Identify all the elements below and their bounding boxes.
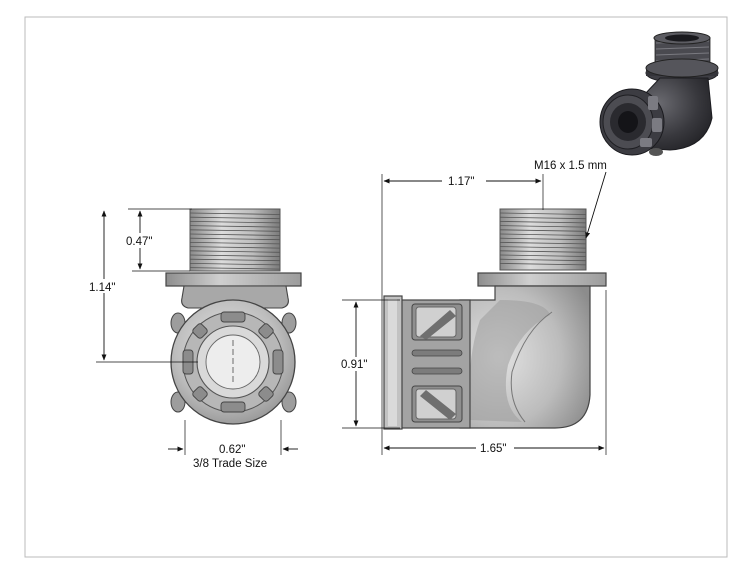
dim-body-height: 0.91" xyxy=(341,359,367,371)
thread-ridge xyxy=(499,250,587,253)
dim-thread-height: 0.47" xyxy=(126,236,152,248)
thread-ridge xyxy=(189,254,281,257)
front-thread xyxy=(189,208,281,272)
side-elbow-highlight xyxy=(469,300,550,422)
thread-ridge xyxy=(189,233,281,236)
side-flange xyxy=(477,272,607,287)
dim-trade-size: 3/8 Trade Size xyxy=(193,458,267,470)
thread-ridge xyxy=(499,258,587,262)
isometric-render xyxy=(599,31,719,156)
side-thread xyxy=(499,208,587,271)
front-body-neck xyxy=(181,285,289,309)
frame-border xyxy=(24,16,728,558)
dim-overall-length: 1.65" xyxy=(480,443,506,455)
thread-ridge xyxy=(189,212,281,215)
side-view xyxy=(383,208,607,430)
side-dimensions xyxy=(342,171,607,455)
thread-ridge xyxy=(189,267,281,270)
thread-ridge xyxy=(189,221,281,224)
thread-ridge xyxy=(189,216,281,220)
thread-ridge xyxy=(189,258,281,262)
thread-ridge xyxy=(189,229,281,232)
front-view xyxy=(165,208,302,425)
thread-ridge xyxy=(499,263,587,266)
dim-opening-width: 0.62" xyxy=(219,444,245,456)
thread-ridge xyxy=(499,221,587,224)
thread-ridge xyxy=(189,246,281,249)
thread-ridge xyxy=(499,246,587,249)
dim-overall-height: 1.14" xyxy=(89,282,115,294)
thread-ridge xyxy=(499,216,587,220)
thread-ridge xyxy=(499,237,587,241)
front-flange xyxy=(165,272,302,287)
thread-ridge xyxy=(499,254,587,257)
side-slot-1 xyxy=(411,349,463,357)
thread-ridge xyxy=(189,242,281,245)
dim-thread-spec: M16 x 1.5 mm xyxy=(534,160,607,172)
side-slot-2 xyxy=(411,367,463,375)
thread-ridge xyxy=(499,225,587,228)
thread-ridge xyxy=(189,225,281,228)
thread-ridge xyxy=(189,237,281,241)
thread-ridge xyxy=(499,212,587,215)
thread-ridge xyxy=(189,250,281,253)
dim-thread-offset: 1.17" xyxy=(448,176,474,188)
front-gripper-fingers xyxy=(182,311,284,413)
thread-ridge xyxy=(499,233,587,236)
front-lug-right-bottom xyxy=(281,391,297,413)
thread-ridge xyxy=(189,263,281,266)
thread-ridge xyxy=(499,229,587,232)
thread-ridge xyxy=(499,242,587,245)
